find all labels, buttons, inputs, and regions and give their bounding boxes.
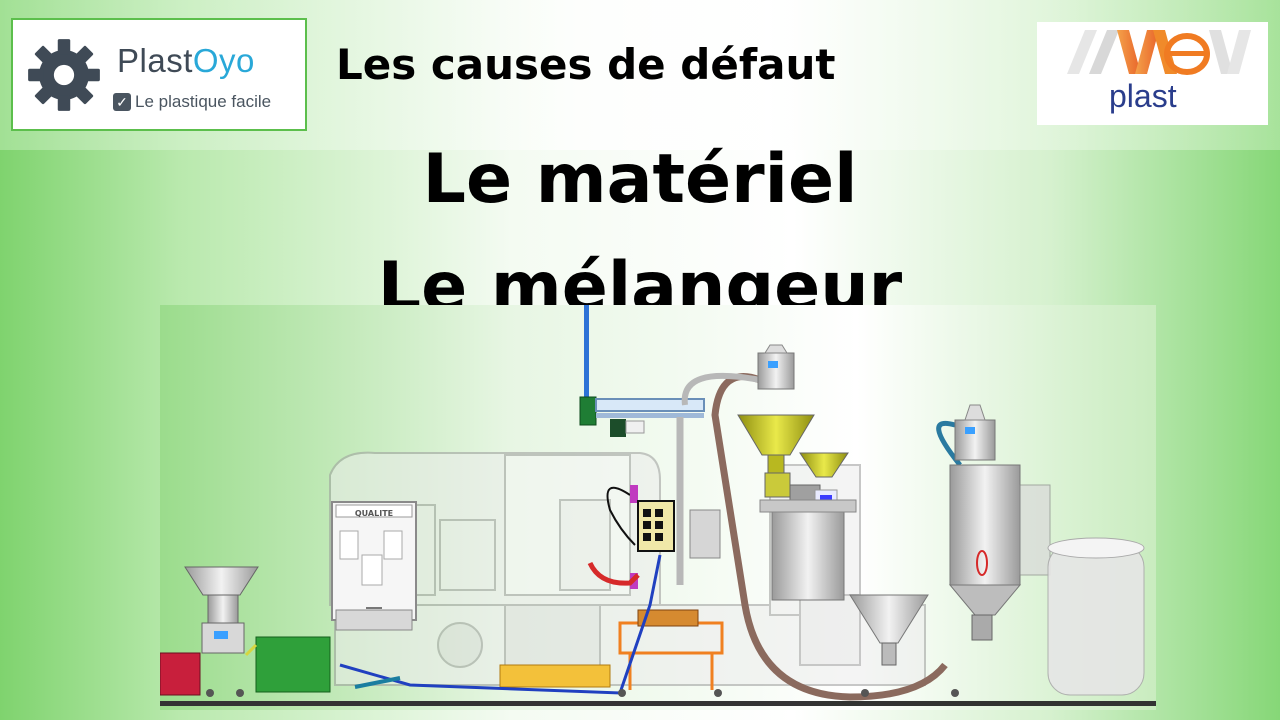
brand-tagline: ✓ Le plastique facile — [113, 92, 271, 112]
production-line-illustration: QUALITE — [159, 305, 1156, 710]
title-line-1: Le matériel — [422, 140, 858, 219]
tagline-text: Le plastique facile — [135, 92, 272, 111]
checkbox-icon: ✓ — [113, 93, 131, 111]
heading: Les causes de défaut — [336, 40, 836, 89]
brand-name-part1: Plast — [117, 42, 193, 79]
qualite-label: QUALITE — [355, 509, 393, 518]
brand-name-part2: Oyo — [192, 42, 255, 79]
plastoyo-logo: PlastOyo ✓ Le plastique facile — [11, 18, 307, 131]
plast-word: plast — [1109, 78, 1177, 114]
gear-icon — [28, 39, 100, 111]
awev-mark-icon — [1067, 30, 1251, 75]
brand-name: PlastOyo — [117, 42, 255, 80]
awev-plast-logo: plast — [1037, 22, 1268, 125]
machinery-illustration: QUALITE — [159, 305, 1156, 710]
